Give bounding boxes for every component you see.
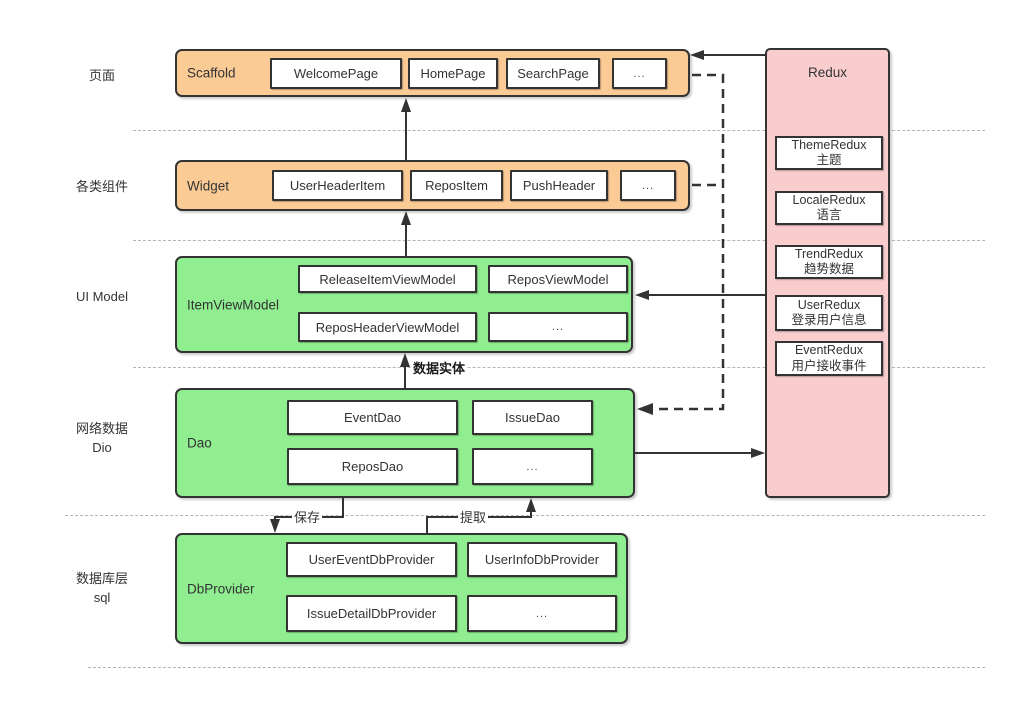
node-more-pages: ... bbox=[612, 58, 667, 89]
node-issuedao: IssueDao bbox=[472, 400, 593, 435]
itemviewmodel-label: ItemViewModel bbox=[187, 297, 280, 312]
widget-container: Widget UserHeaderItem ReposItem PushHead… bbox=[175, 160, 690, 211]
node-reposviewmodel: ReposViewModel bbox=[488, 265, 628, 293]
node-reposheaderviewmodel: ReposHeaderViewModel bbox=[298, 312, 477, 342]
node-more-widgets: ... bbox=[620, 170, 676, 201]
layer-divider bbox=[88, 667, 985, 668]
scaffold-container: Scaffold WelcomePage HomePage SearchPage… bbox=[175, 49, 690, 97]
redux-label: Redux bbox=[807, 65, 848, 80]
layer-divider bbox=[65, 515, 985, 516]
node-more-viewmodels: ... bbox=[488, 312, 628, 342]
scaffold-label: Scaffold bbox=[187, 65, 236, 81]
layer-label-widgets: 各类组件 bbox=[75, 179, 128, 194]
node-welcomepage: WelcomePage bbox=[270, 58, 402, 89]
dbprovider-container: DbProvider UserEventDbProvider UserInfoD… bbox=[175, 533, 628, 644]
arrow-itemviewmodel-to-widget bbox=[401, 211, 411, 256]
node-userinfodbprovider: UserInfoDbProvider bbox=[467, 542, 617, 577]
edge-label-extract: 提取 bbox=[458, 510, 489, 525]
node-more-dbproviders: ... bbox=[467, 595, 617, 632]
dbprovider-label: DbProvider bbox=[187, 581, 255, 596]
layer-divider bbox=[133, 130, 985, 131]
node-reposid: ReposItem bbox=[410, 170, 503, 201]
arrow-widget-to-scaffold bbox=[401, 98, 411, 160]
layer-divider bbox=[133, 367, 985, 368]
edge-label-data-entity: 数据实体 bbox=[411, 361, 468, 376]
node-userheaderitem: UserHeaderItem bbox=[272, 170, 403, 201]
node-eventdao: EventDao bbox=[287, 400, 458, 435]
arrow-redux-to-scaffold bbox=[690, 50, 765, 60]
dashed-connector-scaffold-widget-to-dao bbox=[637, 73, 725, 415]
node-releaseitemviewmodel: ReleaseItemViewModel bbox=[298, 265, 477, 293]
widget-label: Widget bbox=[187, 178, 230, 193]
arrow-dao-to-itemviewmodel-data-entity bbox=[400, 353, 410, 388]
node-reposdao: ReposDao bbox=[287, 448, 458, 485]
dao-container: Dao EventDao IssueDao ReposDao ... bbox=[175, 388, 635, 498]
dao-label: Dao bbox=[187, 435, 212, 451]
edge-label-save: 保存 bbox=[292, 510, 323, 525]
arrow-redux-to-itemviewmodel bbox=[635, 290, 765, 300]
itemviewmodel-container: ItemViewModel ReleaseItemViewModel Repos… bbox=[175, 256, 633, 353]
arrow-dao-to-redux bbox=[635, 448, 765, 458]
node-searchpage: SearchPage bbox=[506, 58, 600, 89]
node-issuedetaildbprovider: IssueDetailDbProvider bbox=[286, 595, 457, 632]
layer-divider bbox=[133, 240, 985, 241]
node-more-daos: ... bbox=[472, 448, 593, 485]
layer-label-ui-model: UI Model bbox=[75, 289, 129, 304]
node-usereventdbprovider: UserEventDbProvider bbox=[286, 542, 457, 577]
layer-label-pages: 页面 bbox=[88, 68, 115, 83]
node-pushheader: PushHeader bbox=[510, 170, 608, 201]
node-homepage: HomePage bbox=[408, 58, 498, 89]
